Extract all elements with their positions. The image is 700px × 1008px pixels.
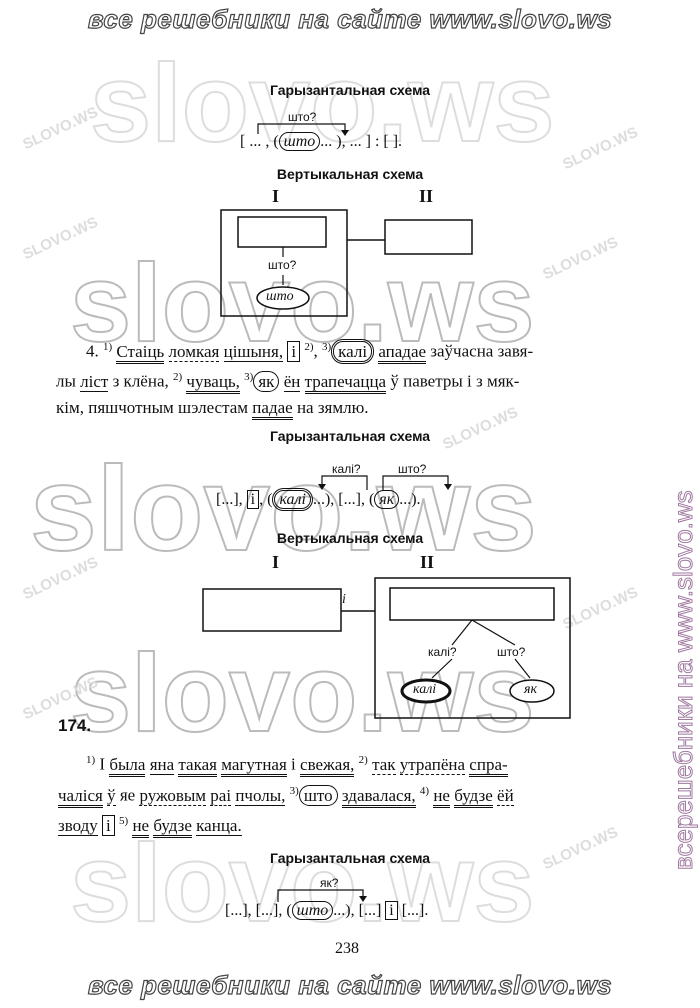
scheme3-horizontal: [...], [...], (што...), [...] і [...]. xyxy=(225,901,429,920)
bottom-banner: все решебники на сайте www.slovo.ws xyxy=(87,969,613,1000)
watermark-big-3: slovo.ws xyxy=(69,631,536,756)
watermark-tile: SLOVO.WS xyxy=(540,233,621,284)
scheme1-vertical-title: Вертыкальная схема xyxy=(276,166,424,182)
watermark-big-4: slovo.ws xyxy=(69,821,536,946)
scheme2-horizontal-title: Гарызантальная схема xyxy=(269,428,431,444)
scheme2-vertical-diagram xyxy=(202,577,571,719)
scheme3-question: як? xyxy=(320,876,339,890)
task174-line1: 1) І была яна такая магутная і свежая, 2… xyxy=(86,745,508,780)
task4-line2: лы ліст з клёна, 2) чуваць, 3)як ён трап… xyxy=(56,362,519,397)
scheme2-roman-2: II xyxy=(420,552,435,572)
scheme3-horizontal-title: Гарызантальная схема xyxy=(269,850,431,866)
task4-line1: 4. 1) Стаіць ломкая цішыня, і 2), 3)калі… xyxy=(86,332,533,367)
scheme1-horizontal-title: Гарызантальная схема xyxy=(269,82,431,98)
scheme2-question-2: што? xyxy=(398,462,427,476)
scheme2-arrows xyxy=(318,475,452,490)
scheme2-question-1: калі? xyxy=(332,462,361,476)
scheme2-roman-1: I xyxy=(272,552,280,572)
scheme2-vertical-oval-2: як xyxy=(524,682,538,697)
scheme2-vertical-question-2: што? xyxy=(497,645,526,659)
scheme1-question: што? xyxy=(288,110,317,124)
scheme2-conj-label: і xyxy=(342,592,346,607)
scheme1-vertical-question: што? xyxy=(268,258,297,272)
svg-text:всерешебники на www.slovo.ws: всерешебники на www.slovo.ws xyxy=(668,490,698,870)
task174-number: 174. xyxy=(58,716,92,735)
watermark-tile: SLOVO.WS xyxy=(20,103,101,154)
side-banner: всерешебники на www.slovo.ws xyxy=(668,490,699,871)
scheme2-vertical-question-1: калі? xyxy=(428,645,457,659)
scheme2-vertical-oval-1: калі xyxy=(413,682,437,697)
page-number: 238 xyxy=(335,940,359,957)
scheme2-vertical-title: Вертыкальная схема xyxy=(276,530,424,546)
scheme3-arrow xyxy=(277,889,367,902)
scheme1-roman-1: I xyxy=(272,186,280,206)
scheme1-arrow xyxy=(257,123,349,136)
scheme1-vertical-diagram xyxy=(220,209,473,317)
scheme2-horizontal: [...], і, (калі...), [...], (як...). xyxy=(216,488,421,511)
top-banner: все решебники на сайте www.slovo.ws xyxy=(87,3,613,34)
task174-line2: чаліся ў яе ружовым раі пчолы, 3)што зда… xyxy=(58,776,514,811)
watermark-big-2: slovo.ws xyxy=(29,441,538,577)
scheme1-horizontal: [ ... , (што... ), ... ] : [ ]. xyxy=(240,132,403,151)
task4-number: 4. xyxy=(86,341,99,361)
scheme1-vertical-oval: што xyxy=(266,289,294,304)
task174-line3: зводу і 5) не будзе канца. xyxy=(58,806,242,841)
task4-line3: кім, пяшчотным шэлестам падае на зямлю. xyxy=(56,392,369,423)
watermark-big-0: slovo.ws xyxy=(89,41,556,166)
scheme1-roman-2: II xyxy=(419,186,434,206)
